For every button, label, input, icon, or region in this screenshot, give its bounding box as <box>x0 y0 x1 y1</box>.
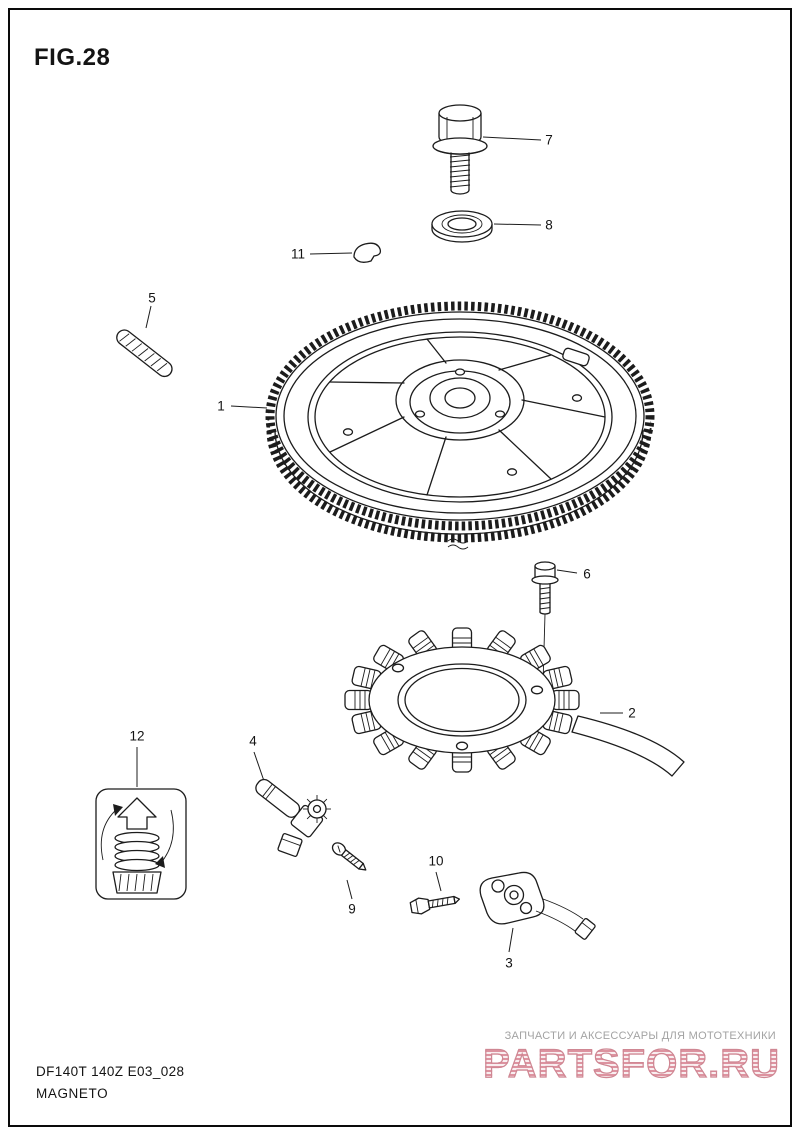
callout-10: 10 <box>428 853 444 869</box>
cap-drawing <box>353 242 382 263</box>
callout-8: 8 <box>545 217 553 233</box>
stator-bolt-drawing <box>531 561 559 685</box>
callout-2: 2 <box>628 705 636 721</box>
washer-drawing <box>431 210 493 243</box>
sensor-drawing <box>255 778 331 857</box>
leader-lines <box>136 136 623 953</box>
flywheel-bolt-drawing <box>432 104 488 195</box>
callout-6: 6 <box>583 566 591 582</box>
callout-12: 12 <box>129 728 145 744</box>
spring-pin-drawing <box>116 329 173 378</box>
watermark-brand: PARTSFOR.RU <box>482 1041 780 1086</box>
callout-11: 11 <box>290 246 306 262</box>
callout-3: 3 <box>505 955 513 971</box>
figure-label: FIG.28 <box>34 44 111 71</box>
callout-7: 7 <box>545 132 553 148</box>
screw-9-drawing <box>331 842 367 871</box>
callout-5: 5 <box>148 290 156 306</box>
stator-lead-wire <box>571 715 685 777</box>
callout-4: 4 <box>249 733 257 749</box>
boxed-part-drawing <box>95 788 187 900</box>
screw-10-drawing <box>409 895 461 915</box>
figure-title: MAGNETO <box>36 1086 109 1101</box>
document-code: DF140T 140Z E03_028 <box>36 1064 185 1079</box>
pickup-coil-drawing <box>479 871 596 940</box>
callout-1: 1 <box>217 398 225 414</box>
watermark-tagline: ЗАПЧАСТИ И АКСЕССУАРЫ ДЛЯ МОТОТЕХНИКИ <box>504 1030 776 1042</box>
stator-drawing <box>344 627 685 777</box>
callout-9: 9 <box>348 901 356 917</box>
flywheel-drawing <box>265 301 655 550</box>
